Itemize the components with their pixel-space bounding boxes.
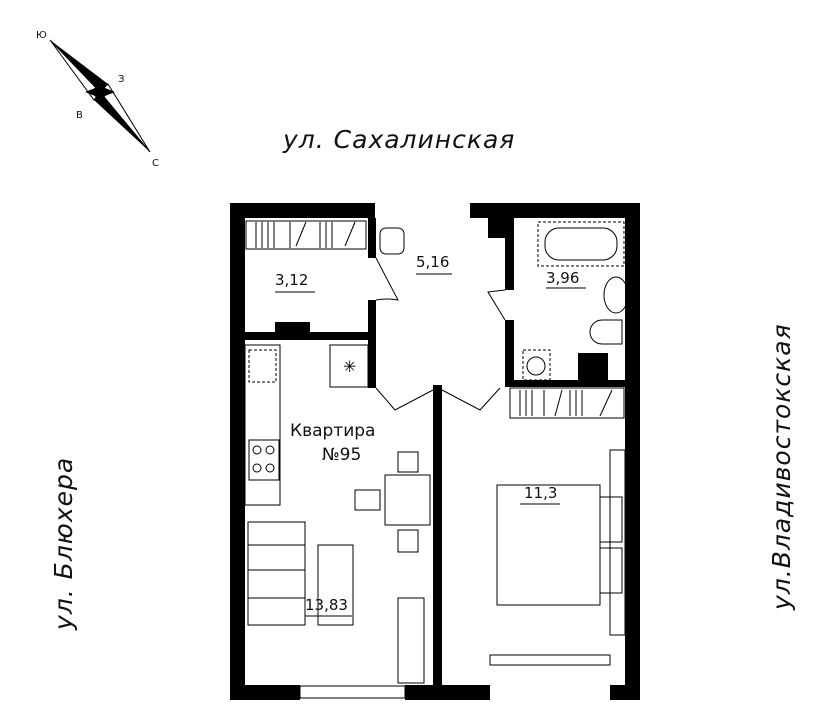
bedroom-area: 11,3 — [524, 484, 557, 502]
hall-area: 5,16 — [416, 253, 449, 271]
street-label-top: ул. Сахалинская — [282, 125, 515, 154]
storage-area: 3,12 — [275, 271, 308, 289]
room-areas: 3,12 5,16 3,96 11,3 13,83 Квартира №95 — [275, 253, 586, 617]
walls — [230, 203, 640, 700]
compass-south-label: Ю — [36, 30, 47, 41]
compass-north-label: С — [152, 158, 159, 169]
svg-text:✳: ✳ — [343, 357, 356, 376]
apartment-title: Квартира — [290, 421, 375, 441]
bathroom-area: 3,96 — [546, 269, 579, 287]
street-label-left: ул. Блюхера — [49, 457, 78, 631]
compass-east-label: З — [118, 74, 124, 85]
compass-icon: Ю З В С — [36, 30, 159, 169]
wardrobe — [245, 220, 625, 419]
apartment-number: №95 — [322, 445, 361, 465]
compass-west-label: В — [76, 110, 83, 121]
fixtures: ✳ — [244, 221, 629, 684]
street-label-right: ул.Владивостокская — [767, 323, 796, 611]
windows — [299, 449, 626, 699]
kitchen-living-area: 13,83 — [305, 596, 348, 614]
